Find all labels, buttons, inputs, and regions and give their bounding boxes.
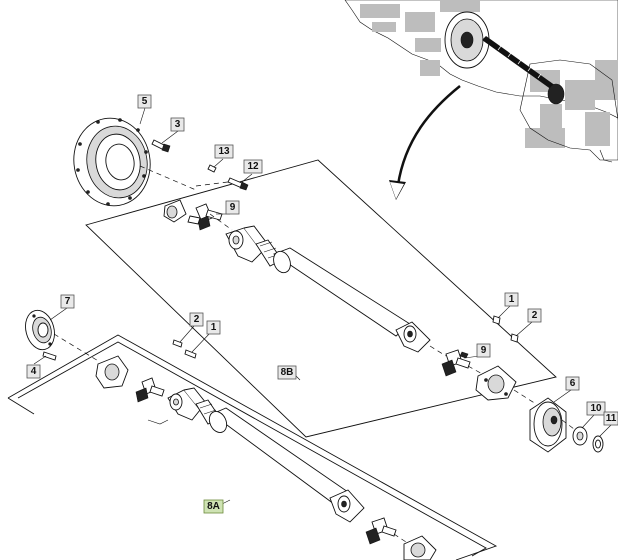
bolt-12 xyxy=(227,177,249,191)
svg-text:12: 12 xyxy=(247,161,259,172)
flange-yoke-8b-top xyxy=(163,199,187,223)
svg-text:13: 13 xyxy=(218,146,230,157)
svg-text:11: 11 xyxy=(606,413,617,424)
washer-11 xyxy=(592,435,604,453)
callout-7: 7 xyxy=(60,294,75,309)
callout-8A: 8A xyxy=(203,499,224,514)
cross-spider-8a-bottom xyxy=(365,517,397,545)
callout-2-left: 2 xyxy=(189,312,204,327)
svg-text:4: 4 xyxy=(31,366,37,377)
svg-text:2: 2 xyxy=(532,310,538,321)
svg-text:8B: 8B xyxy=(281,367,294,378)
callout-10: 10 xyxy=(586,401,606,416)
cross-spider-9-top xyxy=(187,203,223,231)
bolts-1-2-right xyxy=(492,315,519,343)
drive-shaft-8a xyxy=(167,387,365,523)
callout-9-top: 9 xyxy=(225,200,240,215)
callout-11: 11 xyxy=(603,411,618,426)
callout-1-right: 1 xyxy=(504,292,519,307)
svg-text:1: 1 xyxy=(509,294,515,305)
svg-text:3: 3 xyxy=(175,119,181,130)
svg-text:7: 7 xyxy=(65,296,71,307)
callout-6: 6 xyxy=(565,376,580,391)
tractor-chassis-illustration xyxy=(344,0,618,163)
svg-text:1: 1 xyxy=(211,322,217,333)
cross-spider-9-bottom xyxy=(441,349,471,377)
direction-arrow-icon xyxy=(389,85,461,200)
svg-text:9: 9 xyxy=(481,345,487,356)
svg-text:2: 2 xyxy=(194,314,200,325)
flange-plate-7 xyxy=(25,309,55,351)
cross-spider-8a-top xyxy=(135,377,165,403)
callout-4: 4 xyxy=(26,364,41,379)
flange-yoke-8a-bottom xyxy=(403,535,437,560)
callout-5: 5 xyxy=(137,94,152,109)
bolt-4 xyxy=(42,351,57,361)
assembly-8b-outline xyxy=(85,159,557,438)
assembly-8a-outline xyxy=(7,334,498,560)
callout-3: 3 xyxy=(170,117,185,132)
callout-12: 12 xyxy=(243,159,263,174)
bolts-2-1-left xyxy=(172,339,197,359)
callout-1-left: 1 xyxy=(206,320,221,335)
bolt-3 xyxy=(151,139,171,153)
flange-hub-6 xyxy=(529,397,567,453)
callout-13: 13 xyxy=(214,144,234,159)
flywheel-housing-flange xyxy=(73,117,151,207)
svg-text:6: 6 xyxy=(570,378,576,389)
callout-8B: 8B xyxy=(277,365,297,380)
svg-text:9: 9 xyxy=(230,202,236,213)
callout-2-right: 2 xyxy=(527,308,542,323)
flange-yoke-8a-top xyxy=(95,355,129,389)
svg-text:10: 10 xyxy=(590,403,602,414)
svg-text:8A: 8A xyxy=(207,501,220,512)
flange-yoke-right xyxy=(475,365,517,401)
nut-10 xyxy=(572,426,588,446)
drive-shaft-8b xyxy=(225,225,431,353)
callout-9-bottom: 9 xyxy=(476,343,491,358)
svg-text:5: 5 xyxy=(142,96,148,107)
